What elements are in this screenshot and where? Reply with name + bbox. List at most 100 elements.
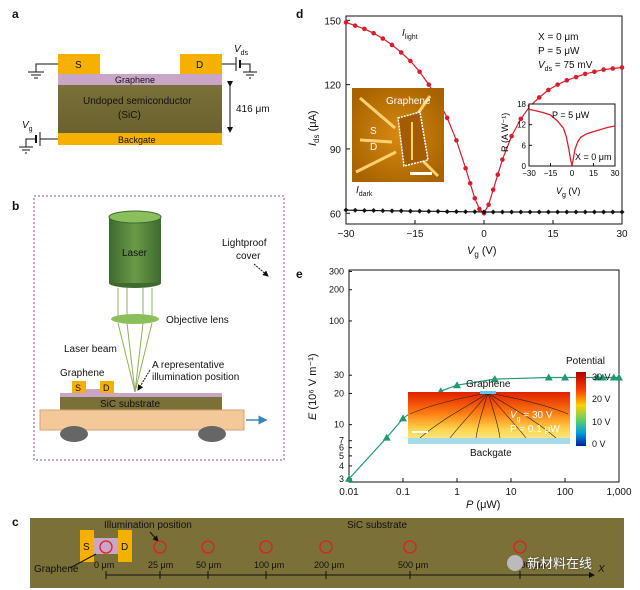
inset-x-tick-label: −30: [522, 169, 536, 178]
data-point: [561, 373, 569, 381]
y-tick-label: 60: [330, 209, 342, 220]
source-label: S: [83, 542, 90, 553]
source-pad: [80, 530, 94, 562]
inset-y-tick-label: 12: [517, 121, 526, 130]
x-tick-label: 15: [547, 229, 559, 240]
data-point: [546, 87, 551, 93]
backgate-layer: [58, 133, 222, 145]
i-dark-label: Idark: [356, 185, 373, 198]
source-wire: [35, 63, 58, 72]
x-tick-label: −30: [338, 229, 355, 240]
position-label: 25 μm: [148, 560, 173, 570]
colorbar-tick: 30 V: [592, 372, 611, 382]
wechat-icon: [507, 554, 523, 571]
sic-substrate: [58, 85, 222, 133]
data-point: [495, 172, 501, 177]
data-point: [518, 116, 524, 122]
data-point: [591, 209, 597, 215]
graphene-electrode: [480, 391, 496, 394]
panel-c: c SiC substrate Illumination position S …: [12, 515, 624, 588]
x-tick-label: 0.1: [396, 487, 410, 498]
data-point: [389, 42, 395, 48]
data-point: [610, 66, 616, 71]
panel-a: a S D Graphene Undoped semiconductor (Si…: [12, 7, 270, 154]
vds-label: Vds: [234, 44, 249, 57]
inset-x-tick-label: 0: [570, 169, 575, 178]
data-point: [382, 433, 391, 441]
i-light-label: Ilight: [402, 28, 418, 41]
potential-map: [408, 392, 570, 438]
illumination-spot: [201, 540, 215, 554]
data-point: [472, 195, 478, 201]
data-point: [426, 208, 432, 214]
inset-ylabel: R (A W⁻¹): [500, 113, 510, 152]
y-tick-label: 30: [334, 370, 344, 380]
param-vds: Vds = 75 mV: [538, 60, 593, 73]
substrate-label: SiC substrate: [347, 520, 407, 531]
illumination-spot: [319, 540, 333, 554]
data-point: [555, 209, 561, 215]
drain-label: D: [196, 60, 203, 71]
x-tick-label: 1: [454, 487, 460, 498]
y-tick-label: 4: [339, 461, 344, 471]
data-point: [477, 206, 482, 212]
data-point: [371, 30, 376, 36]
objective-label: Objective lens: [166, 315, 229, 326]
objective-lens: [111, 314, 159, 324]
data-point: [564, 209, 570, 215]
illumination-spot: [99, 540, 113, 554]
y-tick-label: 20: [334, 388, 344, 398]
colorbar-tick: 10 V: [592, 417, 611, 427]
position-label: 200 μm: [314, 560, 344, 570]
panel-b-label: b: [12, 199, 19, 213]
laser-beam-lines: [117, 288, 153, 393]
data-point: [518, 209, 524, 215]
data-point: [467, 180, 473, 186]
laser-top: [108, 210, 162, 224]
illumination-positions: [99, 540, 527, 554]
inset-x-label: X = 0 μm: [575, 152, 611, 162]
panel-d-label: d: [296, 7, 303, 21]
y-tick-label: 300: [329, 266, 344, 276]
x-axis-label: X: [597, 564, 605, 575]
substrate-label-1: Undoped semiconductor: [83, 96, 192, 107]
data-point: [362, 26, 367, 32]
inset-xlabel: Vg (V): [556, 186, 580, 199]
data-point: [527, 209, 533, 215]
data-point: [435, 208, 441, 214]
data-point: [555, 82, 560, 87]
data-point: [345, 474, 353, 482]
stage: [39, 409, 245, 431]
inset-x-tick-label: 15: [589, 169, 598, 178]
data-point: [619, 209, 625, 215]
lightproof-cover: [33, 195, 285, 461]
data-point: [573, 74, 579, 80]
data-point: [598, 373, 607, 381]
data-point: [343, 20, 349, 25]
colorbar: [576, 372, 586, 446]
data-point: [499, 209, 505, 215]
panel-e-label: e: [296, 267, 303, 281]
inset-x-tick-label: 30: [611, 169, 620, 178]
substrate-label: SiC substrate: [100, 399, 160, 410]
data-point: [573, 209, 579, 215]
inset-s-label: S: [370, 126, 377, 137]
data-point: [426, 82, 432, 87]
inset-frame: [528, 103, 616, 167]
y-axis-title: Ids (μA): [307, 110, 321, 146]
rep-label-1: A representative: [152, 360, 225, 371]
data-point: [536, 209, 542, 215]
graphene-label: Graphene: [34, 564, 79, 575]
illumination-spot: [513, 540, 527, 554]
y-tick-label: 120: [324, 81, 341, 92]
data-point: [582, 209, 588, 215]
watermark: 新材料在线: [507, 553, 592, 572]
data-point: [463, 165, 468, 171]
position-label: 50 μm: [196, 560, 221, 570]
data-point: [490, 209, 496, 215]
